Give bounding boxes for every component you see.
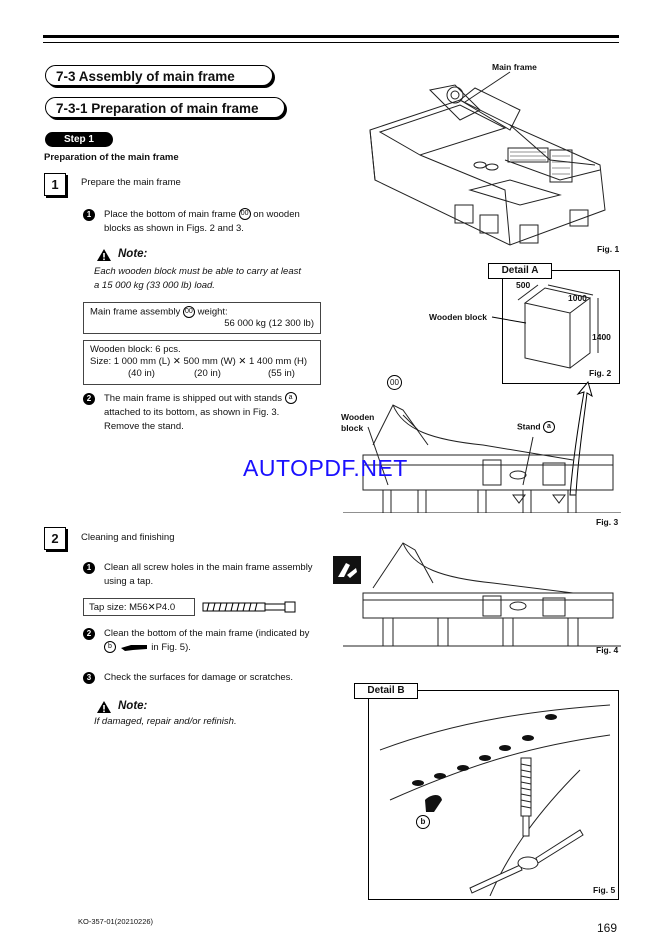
step2-item-2-text-b: in Fig. 5). — [151, 642, 191, 653]
fig3-caption: Fig. 3 — [596, 517, 619, 527]
step1-bullet-1: 1 — [83, 209, 95, 221]
weight-label: Main frame assembly — [90, 306, 181, 318]
step1-item-1-text-a: Place the bottom of main frame — [104, 209, 237, 220]
times-glyph: ✕ — [238, 356, 247, 367]
fig1-main-frame-label: Main frame — [492, 62, 537, 72]
block-count: Wooden block: 6 pcs. — [90, 344, 181, 355]
ref-00: 00 — [182, 306, 195, 318]
step-number-1: 1 — [44, 173, 66, 196]
note-text-1: Each wooden block must be able to carry … — [94, 265, 334, 293]
page-number: 169 — [597, 921, 618, 935]
wooden-block-box: Wooden block: 6 pcs. Size: 1 000 mm (L) … — [83, 340, 321, 385]
fig1-main-frame-drawing — [369, 71, 606, 246]
note-1-line-1: Each wooden block must be able to carry … — [94, 266, 302, 277]
fig5-screw-holes-drawing — [379, 704, 611, 896]
fig3-wooden-block-label: Wooden block — [341, 412, 374, 434]
step1-item-2-text-c: Remove the stand. — [104, 421, 184, 432]
fig3-wooden-line-2: block — [341, 423, 364, 433]
note-text-2: If damaged, repair and/or refinish. — [94, 716, 237, 727]
step1-title: Prepare the main frame — [81, 177, 181, 188]
size-h: 1 400 mm (H) — [249, 356, 308, 367]
size-l: Size: 1 000 mm (L) — [90, 356, 171, 367]
dim-1000: 1000 — [568, 293, 587, 303]
fig1-caption: Fig. 1 — [597, 244, 620, 254]
step1-bullet-2: 2 — [83, 393, 95, 405]
top-rule-thin — [43, 42, 619, 43]
weight-value: 56 000 kg (12 300 lb) — [224, 318, 314, 329]
fig5-ref-b: b — [416, 815, 430, 829]
fig3-stand-label: Stand a — [517, 421, 555, 433]
ref-00: 00 — [238, 208, 251, 221]
step1-item-2: The main frame is shipped out with stand… — [104, 392, 334, 434]
watermark: AUTOPDF.NET — [243, 455, 408, 481]
leader-line — [491, 316, 527, 324]
note-title-2: Note: — [118, 700, 148, 712]
step2-bullet-2: 2 — [83, 628, 95, 640]
fig4-side-view-drawing — [343, 542, 621, 647]
step-number-2: 2 — [44, 527, 66, 550]
callout-arrow — [569, 380, 593, 496]
fig5-frame — [368, 690, 619, 900]
fig2-caption: Fig. 2 — [589, 368, 612, 378]
pointing-hand-icon — [120, 644, 147, 651]
size-w-in: (20 in) — [194, 368, 221, 379]
step-heading: Preparation of the main frame — [44, 152, 179, 163]
step2-item-1-text-a: Clean all screw holes in the main frame … — [104, 562, 313, 573]
step1-item-2-text-b: attached to its bottom, as shown in Fig.… — [104, 407, 280, 418]
size-h-in: (55 in) — [268, 368, 295, 379]
subsection-title: 7-3-1 Preparation of main frame — [45, 97, 285, 118]
step-pill: Step 1 — [45, 132, 113, 147]
tap-label: Tap size: M56 — [89, 602, 148, 613]
dim-500: 500 — [516, 280, 531, 290]
tap-pitch: P4.0 — [155, 602, 176, 613]
fig3-ref-00: 00 — [387, 375, 402, 390]
fig2-frame — [502, 270, 620, 384]
times-glyph: ✕ — [172, 356, 181, 367]
cleaning-hand-icon — [333, 556, 361, 584]
detail-a-label: Detail A — [488, 263, 552, 279]
warning-icon — [97, 701, 111, 713]
warning-icon — [97, 249, 111, 261]
fig2-wooden-block-drawing — [517, 284, 599, 369]
step1-item-1-text-c: blocks as shown in Figs. 2 and 3. — [104, 223, 244, 234]
step2-item-2: Clean the bottom of the main frame (indi… — [104, 627, 334, 655]
step2-item-2-text-a: Clean the bottom of the main frame (indi… — [104, 628, 310, 639]
times-glyph: ✕ — [147, 602, 156, 613]
fig4-caption: Fig. 4 — [596, 645, 619, 655]
step2-item-3: Check the surfaces for damage or scratch… — [104, 672, 294, 683]
note-1-line-2: a 15 000 kg (33 000 lb) load. — [94, 280, 215, 291]
section-title: 7-3 Assembly of main frame — [45, 65, 273, 86]
fig3-stand-text: Stand — [517, 421, 541, 432]
ref-b: b — [104, 641, 116, 654]
ref-a: a — [543, 421, 555, 433]
step2-bullet-1: 1 — [83, 562, 95, 574]
tap-tool-icon — [202, 601, 296, 613]
footer-code: KO-357-01(20210226) — [78, 917, 154, 926]
weight-box: Main frame assembly 00 weight: 56 000 kg… — [83, 302, 321, 334]
step2-item-1-text-b: using a tap. — [104, 576, 154, 587]
ref-a: a — [284, 392, 297, 405]
step1-item-2-text-a: The main frame is shipped out with stand… — [104, 393, 282, 404]
wooden-block-label: Wooden block — [429, 312, 487, 322]
top-rule-thick — [43, 35, 619, 38]
size-w: 500 mm (W) — [183, 356, 236, 367]
step1-item-1: Place the bottom of main frame 00 on woo… — [104, 208, 334, 236]
step1-item-1-text-b: on wooden — [253, 209, 300, 220]
note-title-1: Note: — [118, 248, 148, 260]
dim-1400: 1400 — [592, 332, 611, 342]
weight-suffix: weight: — [197, 306, 228, 318]
fig3-wooden-line-1: Wooden — [341, 412, 375, 422]
fig3-side-view-drawing — [343, 404, 621, 513]
fig5-caption: Fig. 5 — [593, 885, 616, 895]
step2-item-1: Clean all screw holes in the main frame … — [104, 561, 334, 589]
step2-title: Cleaning and finishing — [81, 532, 175, 543]
tap-size-box: Tap size: M56✕P4.0 — [83, 598, 195, 616]
detail-b-label: Detail B — [354, 683, 418, 699]
size-l-in: (40 in) — [128, 368, 155, 379]
step2-bullet-3: 3 — [83, 672, 95, 684]
